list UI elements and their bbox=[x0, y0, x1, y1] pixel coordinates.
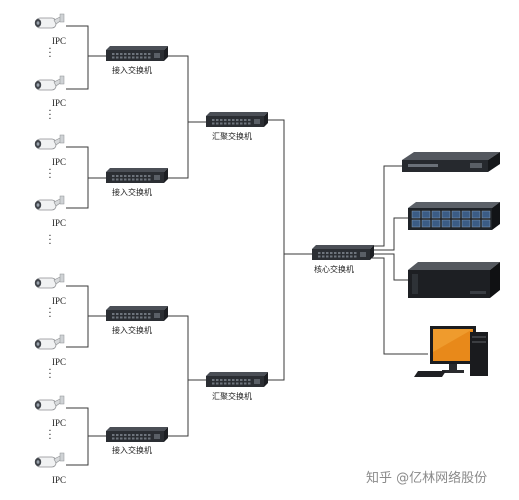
access-switch-label: 接入交换机 bbox=[112, 326, 152, 335]
ip-camera-icon bbox=[34, 134, 65, 150]
ip-camera-icon bbox=[34, 13, 65, 29]
link-camera-5 bbox=[66, 285, 106, 317]
rack-server-icon bbox=[402, 152, 500, 172]
ip-camera-icon bbox=[34, 195, 65, 211]
ellipsis-dots: ··· bbox=[48, 44, 52, 63]
link-workstation bbox=[372, 257, 428, 355]
ip-camera-icon bbox=[34, 452, 65, 468]
link-access-1 bbox=[168, 55, 206, 123]
ellipsis-dots: ··· bbox=[48, 426, 52, 445]
connection-lines bbox=[66, 25, 428, 466]
camera-label: IPC bbox=[52, 98, 67, 108]
link-camera-3 bbox=[66, 146, 106, 179]
link-camera-1 bbox=[66, 25, 106, 57]
camera-label: IPC bbox=[52, 218, 67, 228]
link-camera-6 bbox=[66, 316, 89, 348]
link-access-2 bbox=[168, 122, 189, 179]
link-aggregation-2 bbox=[268, 254, 285, 381]
network-switch-icon bbox=[106, 168, 168, 183]
camera-label: IPC bbox=[52, 418, 67, 428]
network-switch-icon bbox=[106, 427, 168, 442]
storage-array-icon bbox=[408, 202, 500, 230]
network-switch-icon bbox=[206, 372, 268, 387]
aggregation-switch-label: 汇聚交换机 bbox=[212, 392, 252, 401]
ellipsis-dots: ··· bbox=[48, 304, 52, 323]
camera-label: IPC bbox=[52, 475, 67, 485]
link-camera-2 bbox=[66, 56, 89, 90]
link-rack-server bbox=[372, 165, 402, 247]
link-access-3 bbox=[168, 315, 206, 381]
ip-camera-icon bbox=[34, 334, 65, 350]
ellipsis-dots: ··· bbox=[48, 365, 52, 384]
network-switch-icon bbox=[206, 112, 268, 127]
video-recorder-icon bbox=[408, 262, 500, 298]
link-camera-7 bbox=[66, 407, 106, 437]
aggregation-switch-label: 汇聚交换机 bbox=[212, 132, 252, 141]
link-access-4 bbox=[168, 380, 189, 437]
ip-camera-icon bbox=[34, 273, 65, 289]
ellipsis-dots: ··· bbox=[48, 165, 52, 184]
network-switch-icon bbox=[106, 46, 168, 61]
link-video-recorder bbox=[372, 253, 408, 281]
computer-monitor-icon bbox=[414, 326, 488, 377]
link-camera-8 bbox=[66, 436, 89, 466]
camera-label: IPC bbox=[52, 357, 67, 367]
access-switch-label: 接入交换机 bbox=[112, 66, 152, 75]
camera-label: IPC bbox=[52, 157, 67, 167]
network-switch-icon bbox=[312, 245, 374, 260]
ellipsis-dots: ··· bbox=[48, 231, 52, 250]
access-switch-label: 接入交换机 bbox=[112, 446, 152, 455]
watermark-text: 知乎 @亿林网络股份 bbox=[366, 471, 488, 486]
link-storage-array bbox=[372, 217, 408, 251]
camera-label: IPC bbox=[52, 296, 67, 306]
network-switch-icon bbox=[106, 306, 168, 321]
access-switch-label: 接入交换机 bbox=[112, 188, 152, 197]
link-aggregation-1 bbox=[268, 119, 312, 255]
ellipsis-dots: ··· bbox=[48, 106, 52, 125]
link-camera-4 bbox=[66, 178, 89, 209]
ip-camera-icon bbox=[34, 75, 65, 91]
core-switch-label: 核心交换机 bbox=[314, 265, 354, 274]
ip-camera-icon bbox=[34, 395, 65, 411]
camera-label: IPC bbox=[52, 36, 67, 46]
